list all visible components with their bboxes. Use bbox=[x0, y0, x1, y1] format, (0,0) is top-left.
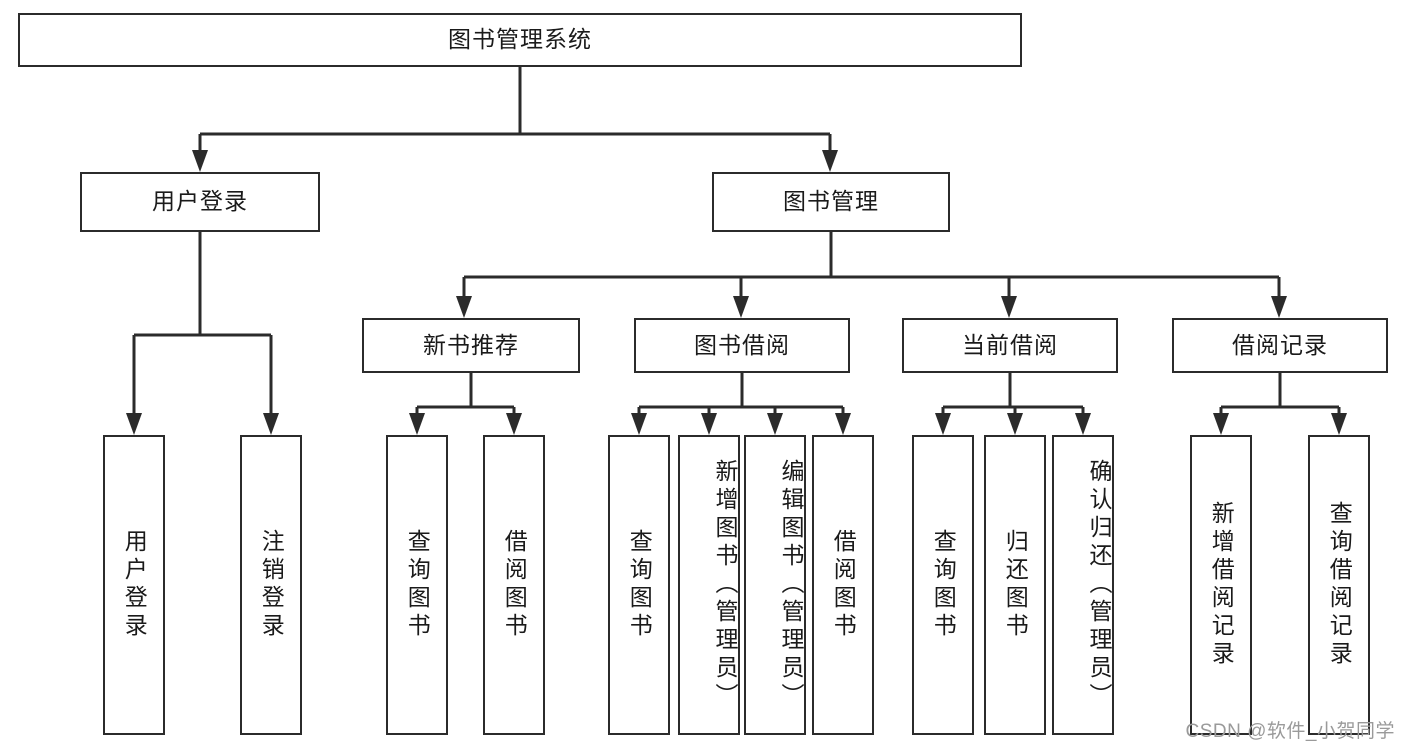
node-label: 图书管理 bbox=[783, 188, 879, 215]
node-book-borrow[interactable]: 图书借阅 bbox=[634, 318, 850, 373]
user-login-bus-arrow-1 bbox=[263, 413, 279, 435]
borrow-record-bus-arrow-0 bbox=[1213, 413, 1229, 435]
node-leaf-borrow-book[interactable]: 借阅图书 bbox=[812, 435, 874, 735]
node-label: 查询图书 bbox=[404, 529, 431, 641]
node-leaf-add-book-admin[interactable]: 新增图书（管理员） bbox=[678, 435, 740, 735]
book-manage-bus-arrow-3 bbox=[1271, 296, 1287, 318]
node-user-login[interactable]: 用户登录 bbox=[80, 172, 320, 232]
borrow-record-bus-arrow-1 bbox=[1331, 413, 1347, 435]
book-manage-bus-arrow-2 bbox=[1001, 296, 1017, 318]
node-label: 注销登录 bbox=[258, 529, 285, 641]
node-label: 新书推荐 bbox=[423, 331, 519, 358]
user-login-bus-arrow-0 bbox=[126, 413, 142, 435]
node-leaf-add-borrow-record[interactable]: 新增借阅记录 bbox=[1190, 435, 1252, 735]
node-label: 查询图书 bbox=[930, 529, 957, 641]
csdn-watermark: CSDN @软件_小贺同学 bbox=[1185, 721, 1395, 742]
node-current-borrow[interactable]: 当前借阅 bbox=[902, 318, 1118, 373]
node-label: 编辑图书（管理员） bbox=[778, 459, 804, 711]
node-leaf-query-book-borrow[interactable]: 查询图书 bbox=[608, 435, 670, 735]
node-leaf-confirm-return-admin[interactable]: 确认归还（管理员） bbox=[1052, 435, 1114, 735]
node-label: 借阅图书 bbox=[501, 529, 528, 641]
node-label: 确认归还（管理员） bbox=[1086, 459, 1112, 711]
node-leaf-return-book[interactable]: 归还图书 bbox=[984, 435, 1046, 735]
book-borrow-bus-arrow-1 bbox=[701, 413, 717, 435]
node-book-manage[interactable]: 图书管理 bbox=[712, 172, 950, 232]
book-borrow-bus-arrow-3 bbox=[835, 413, 851, 435]
node-label: 借阅图书 bbox=[830, 529, 857, 641]
node-label: 用户登录 bbox=[121, 529, 148, 641]
node-label: 图书管理系统 bbox=[448, 26, 592, 53]
node-label: 归还图书 bbox=[1002, 529, 1029, 641]
node-label: 查询借阅记录 bbox=[1326, 501, 1353, 669]
book-manage-bus-arrow-1 bbox=[733, 296, 749, 318]
new-book-recommend-bus-arrow-1 bbox=[506, 413, 522, 435]
node-label: 用户登录 bbox=[152, 188, 248, 215]
current-borrow-bus-arrow-1 bbox=[1007, 413, 1023, 435]
node-label: 新增借阅记录 bbox=[1208, 501, 1235, 669]
node-label: 查询图书 bbox=[626, 529, 653, 641]
node-leaf-query-book-recommend[interactable]: 查询图书 bbox=[386, 435, 448, 735]
book-borrow-bus-arrow-2 bbox=[767, 413, 783, 435]
node-leaf-query-borrow-record[interactable]: 查询借阅记录 bbox=[1308, 435, 1370, 735]
node-leaf-borrow-book-recommend[interactable]: 借阅图书 bbox=[483, 435, 545, 735]
current-borrow-bus-arrow-2 bbox=[1075, 413, 1091, 435]
node-label: 借阅记录 bbox=[1232, 331, 1328, 358]
node-leaf-user-login[interactable]: 用户登录 bbox=[103, 435, 165, 735]
node-leaf-logout-login[interactable]: 注销登录 bbox=[240, 435, 302, 735]
node-root[interactable]: 图书管理系统 bbox=[18, 13, 1022, 67]
node-label: 当前借阅 bbox=[962, 331, 1058, 358]
node-borrow-record[interactable]: 借阅记录 bbox=[1172, 318, 1388, 373]
current-borrow-bus-arrow-0 bbox=[935, 413, 951, 435]
new-book-recommend-bus-arrow-0 bbox=[409, 413, 425, 435]
book-borrow-bus-arrow-0 bbox=[631, 413, 647, 435]
node-new-book-recommend[interactable]: 新书推荐 bbox=[362, 318, 580, 373]
node-label: 图书借阅 bbox=[694, 331, 790, 358]
book-manage-bus-arrow-0 bbox=[456, 296, 472, 318]
node-leaf-query-book-current[interactable]: 查询图书 bbox=[912, 435, 974, 735]
node-label: 新增图书（管理员） bbox=[712, 459, 738, 711]
root-bus-arrow-1 bbox=[822, 150, 838, 172]
node-leaf-edit-book-admin[interactable]: 编辑图书（管理员） bbox=[744, 435, 806, 735]
root-bus-arrow-0 bbox=[192, 150, 208, 172]
